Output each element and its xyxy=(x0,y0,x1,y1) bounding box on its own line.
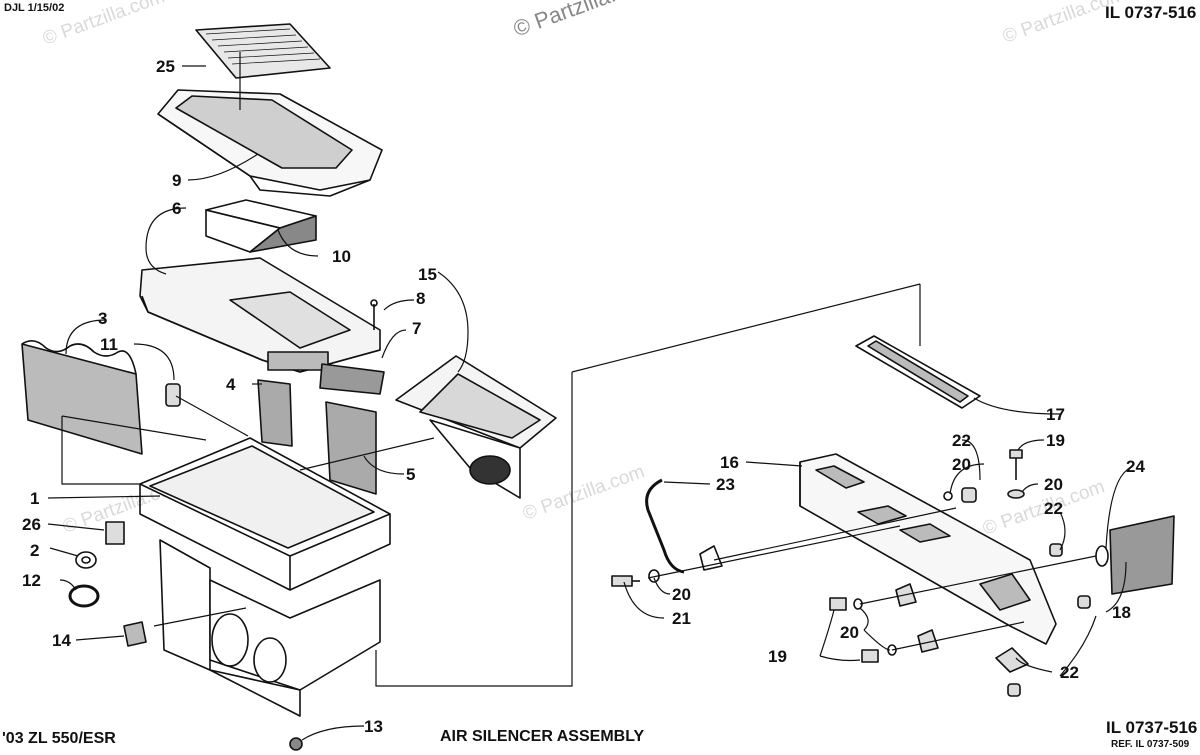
grommet-part xyxy=(75,551,97,569)
callout-19: 19 xyxy=(1046,431,1065,450)
callout-20: 20 xyxy=(672,585,691,604)
foam-4-part xyxy=(257,379,293,447)
hose-bracket-part xyxy=(645,478,723,574)
decal-part xyxy=(195,23,331,79)
callout-16: 16 xyxy=(720,453,739,472)
callout-19: 19 xyxy=(768,647,787,666)
seal-part xyxy=(1095,545,1109,567)
callout-23: 23 xyxy=(716,475,735,494)
clamp-part xyxy=(68,584,100,608)
callout-17: 17 xyxy=(1046,405,1065,424)
assembly-lines xyxy=(61,283,1097,687)
callout-20: 20 xyxy=(840,623,859,642)
model-label: '03 ZL 550/ESR xyxy=(2,730,116,747)
bracket-part xyxy=(123,621,147,647)
reference-id: REF. IL 0737-509 xyxy=(1111,739,1190,750)
cover-part xyxy=(157,89,383,197)
foam-part xyxy=(319,363,385,395)
callout-22: 22 xyxy=(1044,499,1063,518)
callout-24: 24 xyxy=(1126,457,1145,476)
clip-part xyxy=(105,521,125,545)
callout-10: 10 xyxy=(332,247,351,266)
foam-5-part xyxy=(325,401,377,495)
inlet-duct-part xyxy=(395,355,557,499)
callout-14: 14 xyxy=(52,631,71,650)
callout-26: 26 xyxy=(22,515,41,534)
callout-8: 8 xyxy=(416,289,425,308)
callout-6: 6 xyxy=(172,199,181,218)
illustration-id-top: IL 0737-516 xyxy=(1105,3,1197,22)
callout-12: 12 xyxy=(22,571,41,590)
silencer-body-part xyxy=(799,453,1057,645)
callout-25: 25 xyxy=(156,57,175,76)
drawn-date: DJL 1/15/02 xyxy=(4,2,65,14)
foam-pad-part xyxy=(21,340,143,455)
callout-3: 3 xyxy=(98,309,107,328)
screw-part xyxy=(370,299,378,330)
callout-labels: 25 9 6 10 15 8 7 3 11 4 5 1 26 2 12 14 1… xyxy=(22,57,1145,736)
illustration-id-bottom: IL 0737-516 xyxy=(1106,718,1198,737)
main-box-part xyxy=(139,437,391,717)
plug-part xyxy=(289,737,303,751)
gasket-part xyxy=(855,335,981,409)
diagram-title: AIR SILENCER ASSEMBLY xyxy=(440,728,645,745)
callout-21: 21 xyxy=(672,609,691,628)
callout-7: 7 xyxy=(412,319,421,338)
callout-1: 1 xyxy=(30,489,39,508)
callout-9: 9 xyxy=(172,171,181,190)
callout-20: 20 xyxy=(952,455,971,474)
callout-15: 15 xyxy=(418,265,437,284)
callout-13: 13 xyxy=(364,717,383,736)
callout-2: 2 xyxy=(30,541,39,560)
callout-20: 20 xyxy=(1044,475,1063,494)
leader-lines xyxy=(47,52,1131,741)
tray-part xyxy=(139,257,381,373)
callout-5: 5 xyxy=(406,465,415,484)
callout-11: 11 xyxy=(100,335,118,354)
hardware-parts xyxy=(611,449,1091,697)
callout-22: 22 xyxy=(1060,663,1079,682)
callout-18: 18 xyxy=(1112,603,1131,622)
callout-22: 22 xyxy=(952,431,971,450)
foam-pad-18-part xyxy=(1109,515,1175,595)
callout-4: 4 xyxy=(226,375,236,394)
filter-part xyxy=(205,199,317,253)
fastener-part xyxy=(165,383,181,407)
